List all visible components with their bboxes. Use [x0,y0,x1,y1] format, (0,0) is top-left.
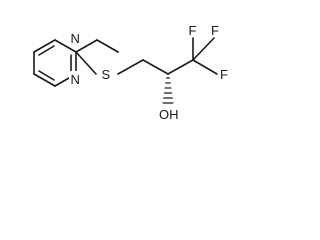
bond-c-f-right [192,59,218,75]
bond-c6-n1-double [38,45,55,56]
bond-c4-c5 [33,73,56,87]
bond-c2-s [75,39,98,53]
atom-f-right: F [220,67,228,82]
structure-diagram: N N S OH F F F [0,0,254,133]
bond-s-ch2 [96,39,119,53]
atom-f-top-left: F [189,23,197,38]
bond-choh-cf3 [167,59,194,75]
atom-n-top: N [71,31,80,46]
hashed-wedge-bond [162,77,174,104]
bond-c4-c5-double [38,70,55,81]
atom-f-top-right: F [211,23,219,38]
bond-c6-n1 [33,39,56,53]
bond-s-ch2-main [117,59,144,75]
bond-c-f-top-right [192,37,215,61]
bond-n1-c2 [54,39,77,53]
atom-oh: OH [159,107,179,122]
molecule-drawing: N N S OH F F F [33,22,231,122]
atom-n-bottom: N [71,72,80,87]
bond-c2-s-main [75,51,97,75]
bond-ch2-choh-main [142,59,169,75]
atom-s: S [102,67,111,82]
